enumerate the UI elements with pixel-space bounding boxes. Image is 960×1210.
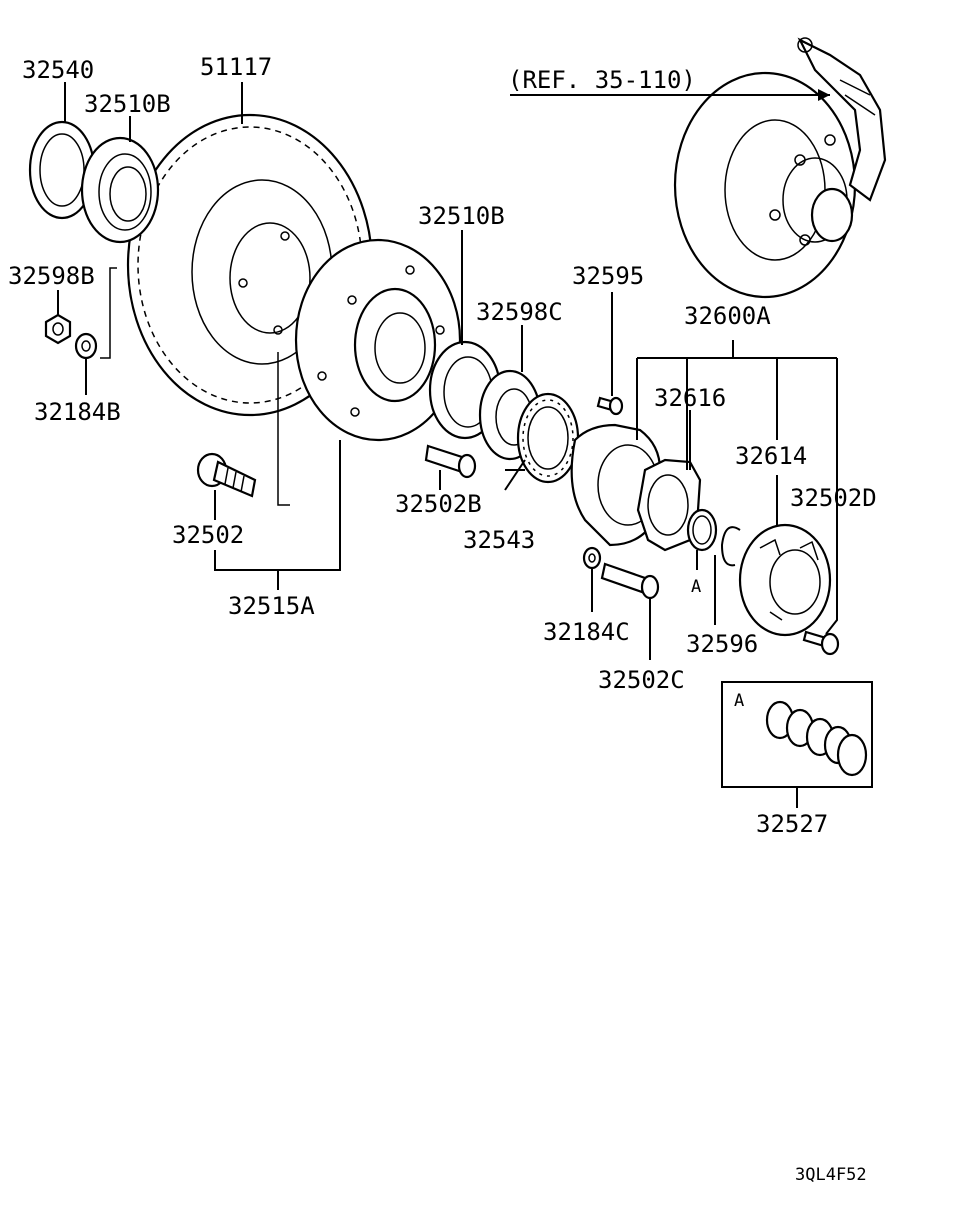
reference-note-group: (REF. 35-110) <box>508 66 830 101</box>
reference-brake-assembly <box>673 37 887 299</box>
marker-A-box: A <box>734 691 744 711</box>
cover-assembly-32600A <box>738 523 832 637</box>
label-32614: 32614 <box>735 442 807 470</box>
bolt-32502C <box>600 562 660 600</box>
label-32600A: 32600A <box>684 302 771 330</box>
label-32502: 32502 <box>172 521 244 549</box>
snap-ring-32596 <box>720 526 741 567</box>
label-32543: 32543 <box>463 526 535 554</box>
label-32184C: 32184C <box>543 618 630 646</box>
gasket-32543 <box>516 392 580 484</box>
leader-lines <box>57 82 838 808</box>
washer-32184C <box>582 546 602 570</box>
snap-ring-A <box>686 508 718 552</box>
label-32510B-top: 32510B <box>84 90 171 118</box>
bolt-32502D <box>802 630 840 656</box>
label-32184B: 32184B <box>34 398 121 426</box>
bolt-32502B <box>424 444 477 479</box>
hub-32515A <box>294 238 462 442</box>
bearing-32510B-outer <box>80 136 160 244</box>
label-32595: 32595 <box>572 262 644 290</box>
bracket-32598B <box>100 267 117 359</box>
nut-32598B <box>44 313 72 345</box>
label-32598C: 32598C <box>476 298 563 326</box>
marker-A-main: A <box>691 577 701 597</box>
drawing-code: 3QL4F52 <box>795 1165 867 1185</box>
label-32502C: 32502C <box>598 666 685 694</box>
label-32515A: 32515A <box>228 592 315 620</box>
label-32510B-mid: 32510B <box>418 202 505 230</box>
hub-bolt-32502 <box>196 452 257 498</box>
label-32502D: 32502D <box>790 484 877 512</box>
label-32540: 32540 <box>22 56 94 84</box>
label-32596: 32596 <box>686 630 758 658</box>
label-32616: 32616 <box>654 384 726 412</box>
label-32598B: 32598B <box>8 262 95 290</box>
screw-32595 <box>596 396 624 416</box>
reference-note: (REF. 35-110) <box>508 66 696 94</box>
label-32502B: 32502B <box>395 490 482 518</box>
label-32527: 32527 <box>756 810 828 838</box>
kit-box-32527 <box>721 681 873 788</box>
label-51117: 51117 <box>200 53 272 81</box>
washer-32184B <box>74 332 98 360</box>
callout-labels: 32540 51117 32510B 32598B 32184B 32510B … <box>8 53 877 1185</box>
